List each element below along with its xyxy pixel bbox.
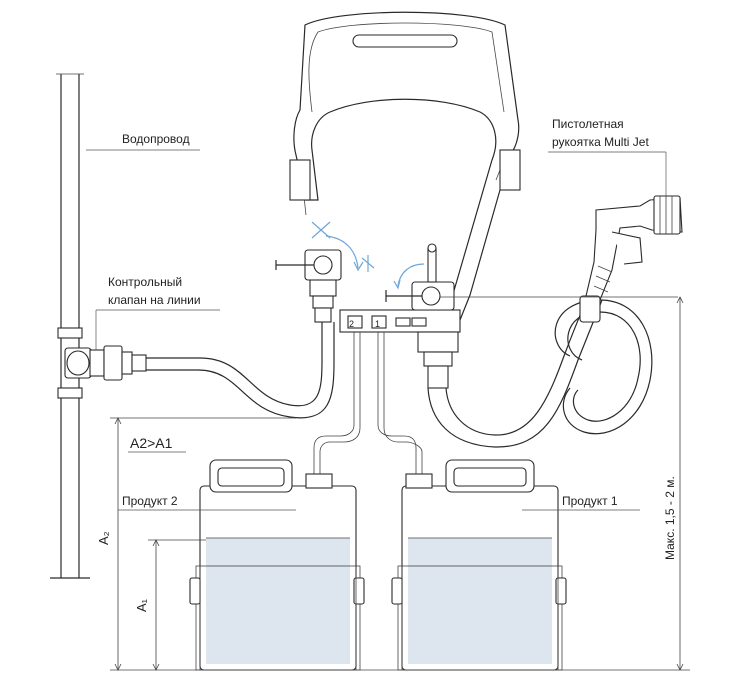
port-label-1: 1 <box>375 319 380 329</box>
container-product-1 <box>391 459 567 671</box>
label-product-1: Продукт 1 <box>562 494 618 508</box>
water-supply-pipe <box>50 73 92 579</box>
check-valve <box>89 345 147 381</box>
label-water-supply: Водопровод <box>122 132 190 146</box>
container-product-2 <box>189 459 365 671</box>
port-label-2: 2 <box>349 319 354 329</box>
injector-block: 2 1 <box>275 221 461 389</box>
label-gun-2: рукоятка Multi Jet <box>552 135 649 149</box>
hose-hanger <box>289 11 521 326</box>
label-max-height: Макс. 1,5 - 2 м. <box>663 476 677 560</box>
label-a2-gt-a1: A2>A1 <box>130 435 173 451</box>
label-gun-1: Пистолетная <box>552 117 624 131</box>
label-dim-a2: A₂ <box>96 531 111 545</box>
label-check-valve-2: клапан на линии <box>108 293 201 307</box>
label-dim-a1: A₁ <box>134 598 149 612</box>
label-check-valve-1: Контрольный <box>108 275 182 289</box>
label-product-2: Продукт 2 <box>122 494 178 508</box>
spray-gun <box>579 195 683 323</box>
